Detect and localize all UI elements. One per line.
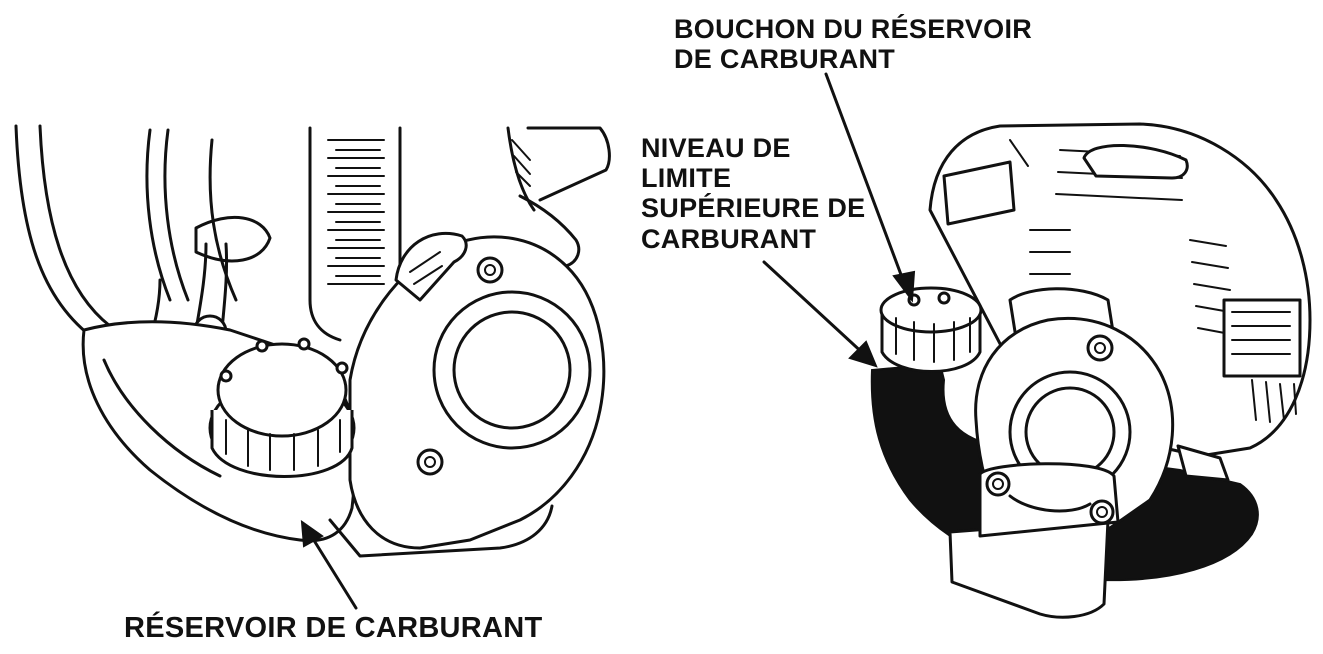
fuel-level-label-line-2: LIMITE [641,163,732,194]
fuel-level-leader [762,260,868,358]
fuel-cap-arrowhead [892,270,916,303]
fuel-level-label: NIVEAU DE LIMITE SUPÉRIEURE DE CARBURANT [641,133,865,254]
right-engine-view [870,122,1312,619]
fuel-tank-label: RÉSERVOIR DE CARBURANT [124,612,543,644]
fuel-cap-leader [824,72,908,290]
fuel-cap-label: BOUCHON DU RÉSERVOIR DE CARBURANT [674,14,1032,74]
fuel-tank-leader [308,532,358,610]
leader-lines [300,72,916,610]
fuel-tank-label-line-1: RÉSERVOIR DE CARBURANT [124,612,543,644]
left-engine-view [14,124,611,558]
fuel-level-label-line-4: CARBURANT [641,223,817,254]
fuel-level-label-line-3: SUPÉRIEURE DE [641,193,866,224]
fuel-cap-label-line-2: DE CARBURANT [674,44,896,75]
fuel-level-label-line-1: NIVEAU DE [641,133,791,163]
fuel-cap-label-line-1: BOUCHON DU RÉSERVOIR [674,14,1033,44]
fuel-tank-arrowhead [300,519,324,548]
fuel-level-arrowhead [848,340,878,368]
